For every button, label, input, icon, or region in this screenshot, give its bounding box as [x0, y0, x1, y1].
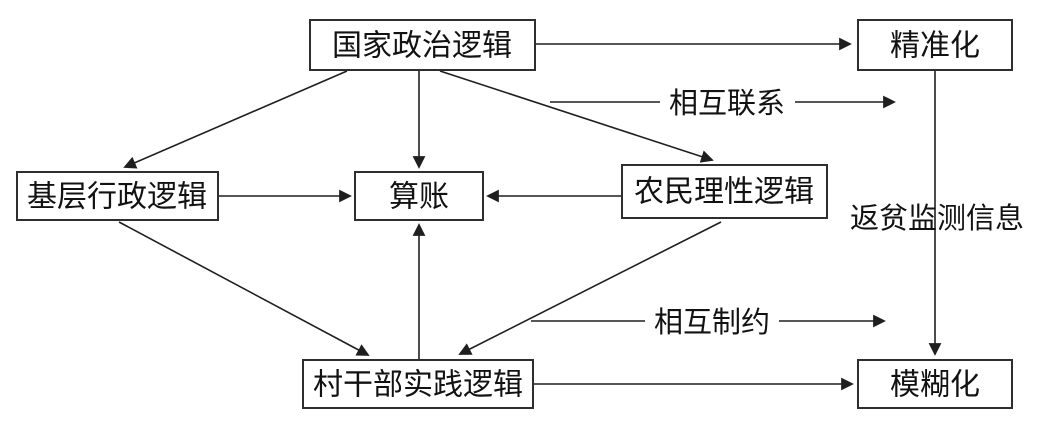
- node-precision: 精准化: [857, 19, 1013, 71]
- mutual-connection-label: 相互联系: [669, 87, 785, 120]
- poverty-return-monitoring-info-label: 返贫监测信息: [850, 202, 1024, 235]
- node-label-village-cadre-practice-logic: 村干部实践逻辑: [313, 369, 523, 402]
- edge-farmer-to-village: [458, 221, 722, 355]
- node-fuzzification: 模糊化: [857, 359, 1013, 409]
- node-farmer-rational-logic: 农民理性逻辑: [621, 164, 828, 219]
- edge-grassroots-to-village: [118, 221, 370, 356]
- node-village-cadre-practice-logic: 村干部实践逻辑: [302, 359, 534, 409]
- node-box-grassroots-administrative-logic: [16, 171, 219, 221]
- node-accounting: 算账: [354, 171, 484, 221]
- mutual-constraint-label-mask: [645, 303, 779, 339]
- node-box-national-political-logic: [309, 19, 536, 71]
- node-box-fuzzification: [857, 359, 1013, 409]
- mutual-constraint-label: 相互制约: [654, 306, 770, 339]
- edge-national-to-grassroots: [123, 70, 348, 169]
- node-national-political-logic: 国家政治逻辑: [309, 19, 536, 71]
- node-box-precision: [857, 19, 1013, 71]
- node-label-accounting: 算账: [389, 181, 449, 214]
- node-label-grassroots-administrative-logic: 基层行政逻辑: [27, 181, 207, 214]
- mutual-connection-label-mask: [660, 84, 795, 120]
- node-box-farmer-rational-logic: [621, 164, 828, 219]
- node-box-village-cadre-practice-logic: [302, 359, 534, 409]
- node-label-precision: 精准化: [890, 30, 980, 63]
- node-label-fuzzification: 模糊化: [890, 369, 980, 402]
- edge-national-to-farmer: [439, 70, 714, 163]
- node-grassroots-administrative-logic: 基层行政逻辑: [16, 171, 219, 221]
- node-label-farmer-rational-logic: 农民理性逻辑: [634, 176, 814, 209]
- node-box-accounting: [354, 171, 484, 221]
- node-label-national-political-logic: 国家政治逻辑: [332, 30, 512, 63]
